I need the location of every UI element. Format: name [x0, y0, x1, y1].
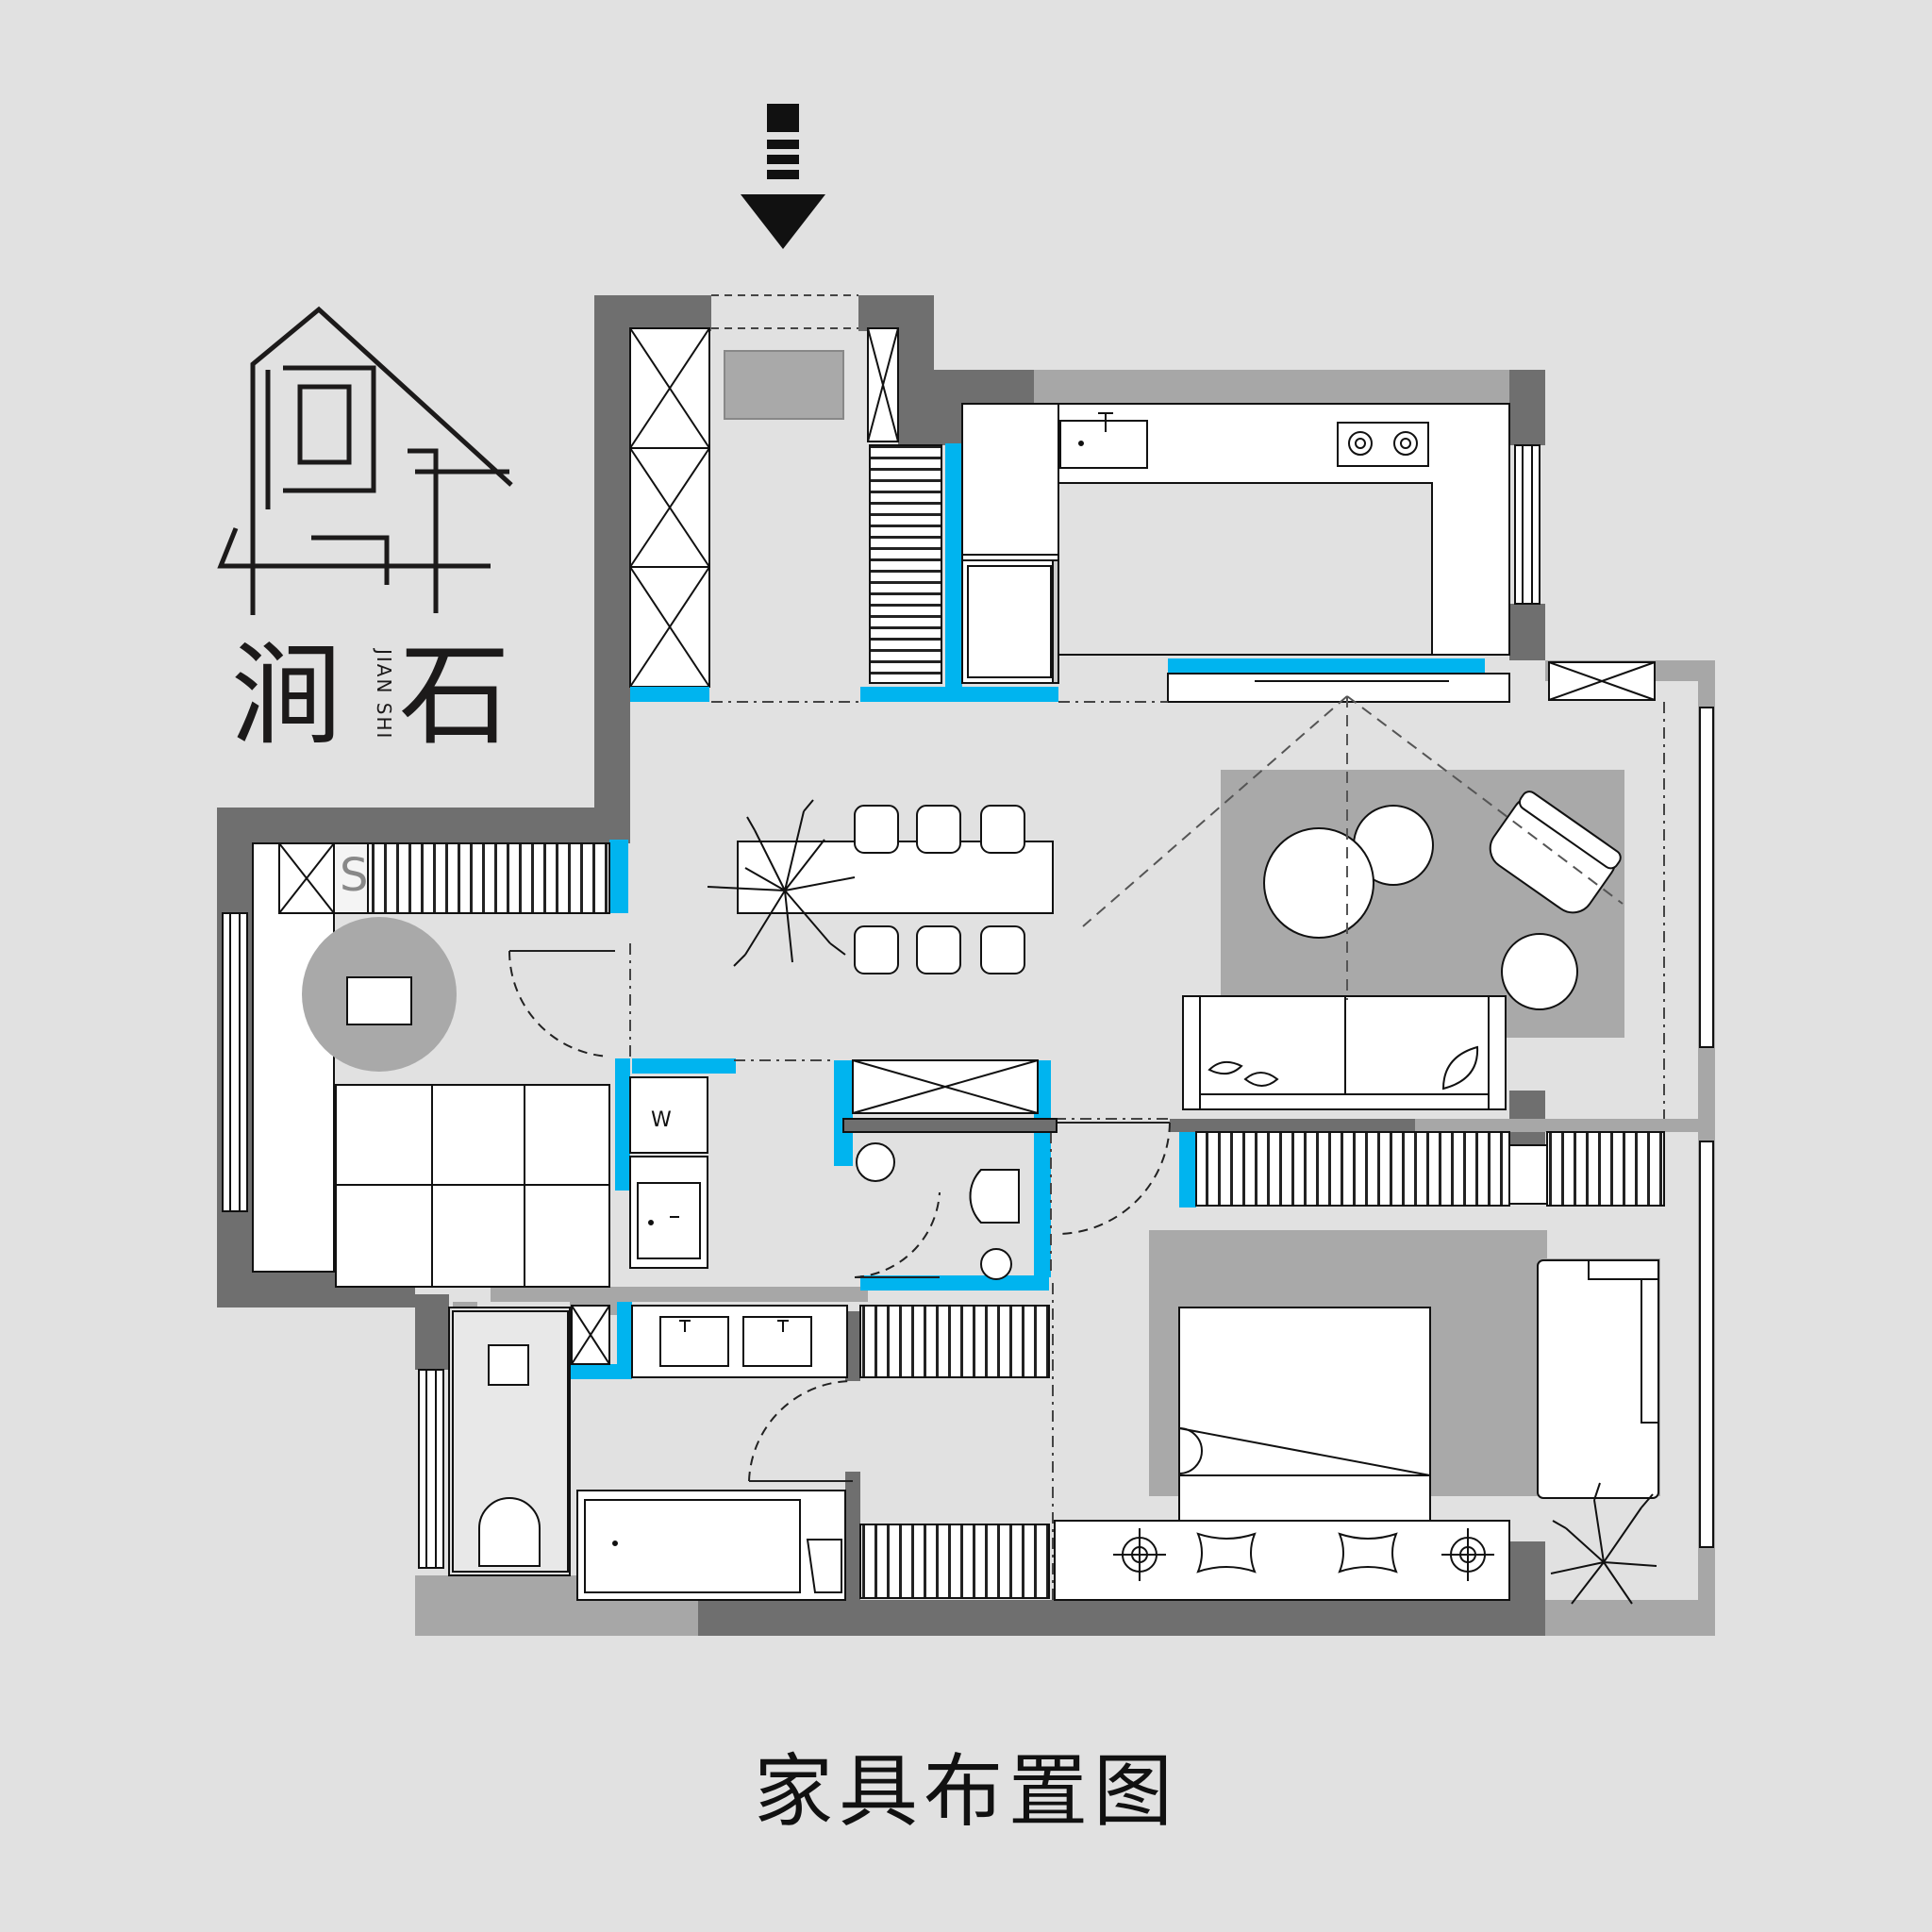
windows — [222, 444, 1714, 1569]
svg-text:S: S — [340, 849, 368, 902]
bedroom-wardrobe — [1195, 1131, 1665, 1207]
bedroom-furniture — [859, 1259, 1659, 1601]
brand-name-en: JIAN SHI — [373, 647, 395, 740]
tv-sightlines — [1082, 695, 1624, 1000]
room-boundaries — [629, 701, 1665, 1604]
accent-walls — [568, 443, 1485, 1379]
plant-icon — [707, 799, 856, 967]
sink-icon — [1059, 412, 1148, 469]
toilet-icon — [969, 1169, 1020, 1224]
entrance-arrow-icon — [741, 104, 825, 249]
foyer-cabinets — [629, 327, 942, 688]
dining-table — [737, 805, 1054, 974]
washer-label: W — [651, 1108, 672, 1132]
brand-name-cn: 涧石 — [231, 630, 567, 760]
lamp-icon — [1113, 1528, 1494, 1581]
door-swing-icon — [508, 950, 1171, 1482]
entry-mat — [724, 350, 844, 420]
stove-icon — [1337, 422, 1429, 467]
living-furniture — [1182, 791, 1622, 1110]
plant-icon — [1550, 1482, 1657, 1605]
bathtub-icon — [584, 1499, 801, 1593]
plan-caption: 家具布置图 — [753, 1745, 1178, 1838]
logo-house-icon — [217, 306, 513, 615]
storage-room: S — [252, 842, 610, 1288]
